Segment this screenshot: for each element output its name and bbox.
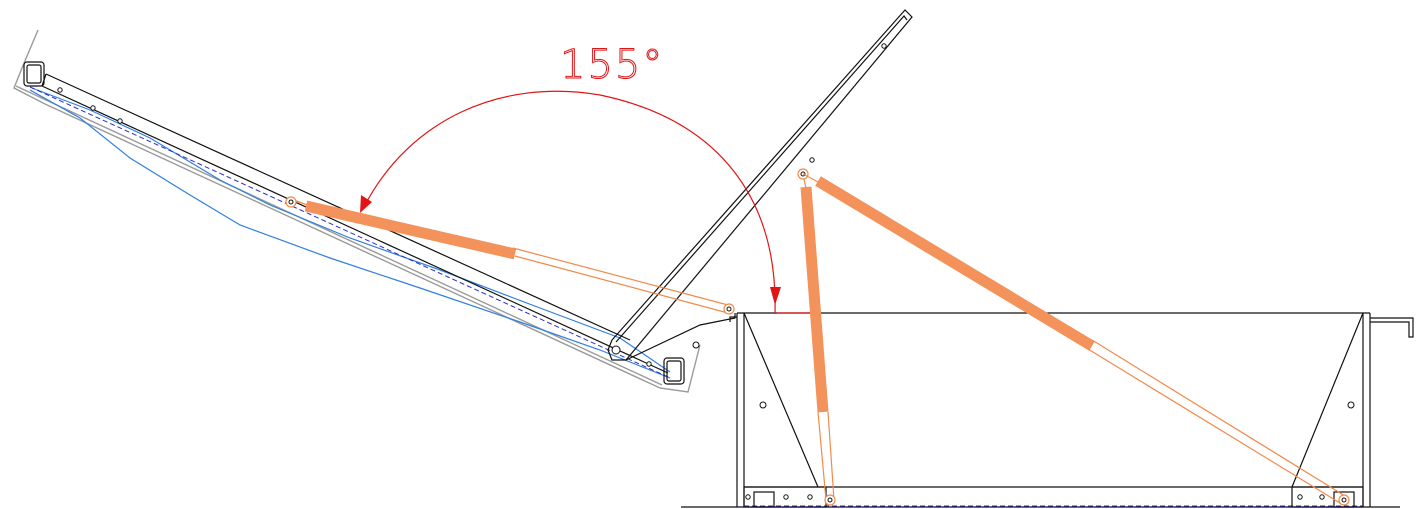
left-corner-seal-inner — [26, 64, 42, 84]
lid-bottom-edge — [41, 85, 669, 374]
right-gusset-hole — [1347, 401, 1355, 409]
glazing-outer — [29, 89, 671, 379]
hinge-hole — [809, 157, 815, 163]
right-flashing — [1370, 317, 1414, 338]
lid-hole — [90, 105, 96, 111]
spring3-bottom-pin — [1341, 497, 1347, 503]
angle-label: 155° — [560, 42, 664, 88]
lid-top-edge — [45, 73, 631, 341]
bracket-hole — [1297, 494, 1303, 500]
opened-lid — [13, 9, 913, 393]
lid-hole — [57, 87, 63, 93]
lid-hole — [117, 118, 123, 124]
spring2-bottom-pin — [827, 497, 833, 503]
lid-cover-sheet — [13, 29, 701, 393]
base-frame — [681, 312, 1414, 508]
angle-arrowhead-right — [770, 287, 781, 305]
hinge-screw — [692, 341, 700, 349]
left-gusset — [743, 312, 819, 488]
right-gusset — [1291, 312, 1364, 488]
lid-hidden-line — [29, 86, 669, 378]
left-bottom-slot — [753, 491, 775, 508]
bracket-hole — [783, 494, 789, 500]
spring3-eye-link — [802, 173, 821, 184]
spring2-rod-edge — [827, 411, 835, 501]
hinge-pivot — [611, 345, 621, 355]
spring3-rod-edge — [1087, 348, 1341, 504]
spring1-rod-edge — [514, 255, 729, 314]
spring2-rod — [817, 411, 827, 501]
spring1-base-pin — [726, 306, 732, 312]
spring2-cylinder — [800, 186, 829, 413]
left-gusset-hole — [759, 401, 767, 409]
angle-arc — [364, 90, 776, 314]
spring3-rod — [1091, 339, 1346, 497]
spring1-rod — [512, 247, 729, 306]
lid-hole — [646, 361, 652, 367]
bracket-hole — [807, 494, 813, 500]
bracket-hole — [745, 494, 751, 500]
angle-arrowhead-left — [360, 195, 372, 213]
right-corner-seal — [663, 357, 685, 385]
left-corner-seal — [23, 61, 45, 87]
right-bottom-bracket — [1291, 486, 1364, 508]
hinge-arm-inner — [615, 15, 908, 343]
right-corner-seal-inner — [666, 360, 682, 382]
hinge-bracket — [625, 313, 736, 361]
bracket-hole — [1319, 494, 1325, 500]
spring1-cylinder — [304, 200, 517, 260]
angle-annotation: 155° — [360, 42, 810, 314]
gas-springs — [285, 168, 1350, 506]
spring1-end-pin — [288, 199, 294, 205]
lid-cover-sheet-inner — [15, 85, 663, 386]
glazing-inner — [31, 87, 671, 373]
hinge-hole — [881, 43, 887, 49]
spring3-cylinder — [815, 176, 1095, 351]
